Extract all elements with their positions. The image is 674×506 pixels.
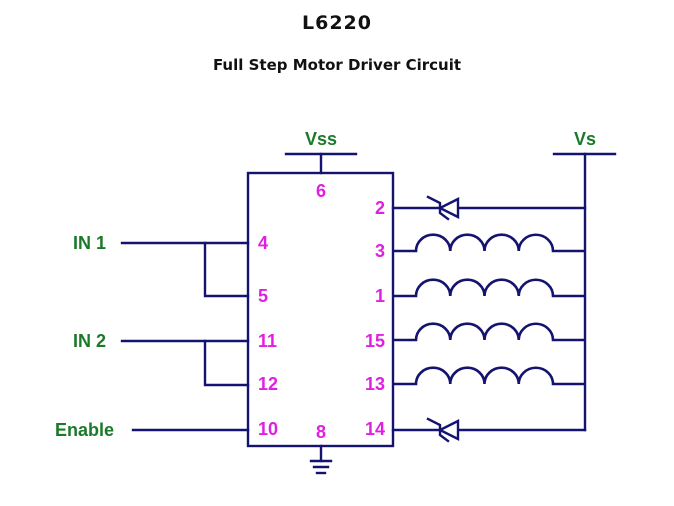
inductor-coil-icon <box>393 366 585 386</box>
pin-10: 10 <box>258 419 278 439</box>
inductor-coil-icon <box>393 233 585 253</box>
diagram-subtitle: Full Step Motor Driver Circuit <box>212 56 462 74</box>
input-in1-label: IN 1 <box>73 233 106 253</box>
input-enable-label: Enable <box>55 420 114 440</box>
inductor-coil-icon <box>393 278 585 298</box>
inductor-coil-icon <box>393 322 585 342</box>
diagram-title: L6220 <box>302 12 372 34</box>
ic-body <box>246 171 395 448</box>
input-in2-label: IN 2 <box>73 331 106 351</box>
ground-icon <box>309 444 333 475</box>
pin-2: 2 <box>375 198 385 218</box>
pin-12: 12 <box>258 374 278 394</box>
zener-diode-icon <box>391 195 587 221</box>
input-in2-wire <box>120 339 250 387</box>
zener-diode-icon <box>391 417 587 443</box>
pin-15: 15 <box>365 331 385 351</box>
pin-3: 3 <box>375 241 385 261</box>
input-in1-wire <box>120 241 250 298</box>
pin-1: 1 <box>375 286 385 306</box>
pin-11: 11 <box>258 331 277 351</box>
vss-label: Vss <box>305 129 337 149</box>
vs-label: Vs <box>574 129 596 149</box>
pin-14: 14 <box>365 419 385 439</box>
pin-13: 13 <box>365 374 385 394</box>
pin-5: 5 <box>258 286 268 306</box>
pin-4: 4 <box>258 233 268 253</box>
pin-6: 6 <box>316 181 326 201</box>
pin-8: 8 <box>316 422 326 442</box>
